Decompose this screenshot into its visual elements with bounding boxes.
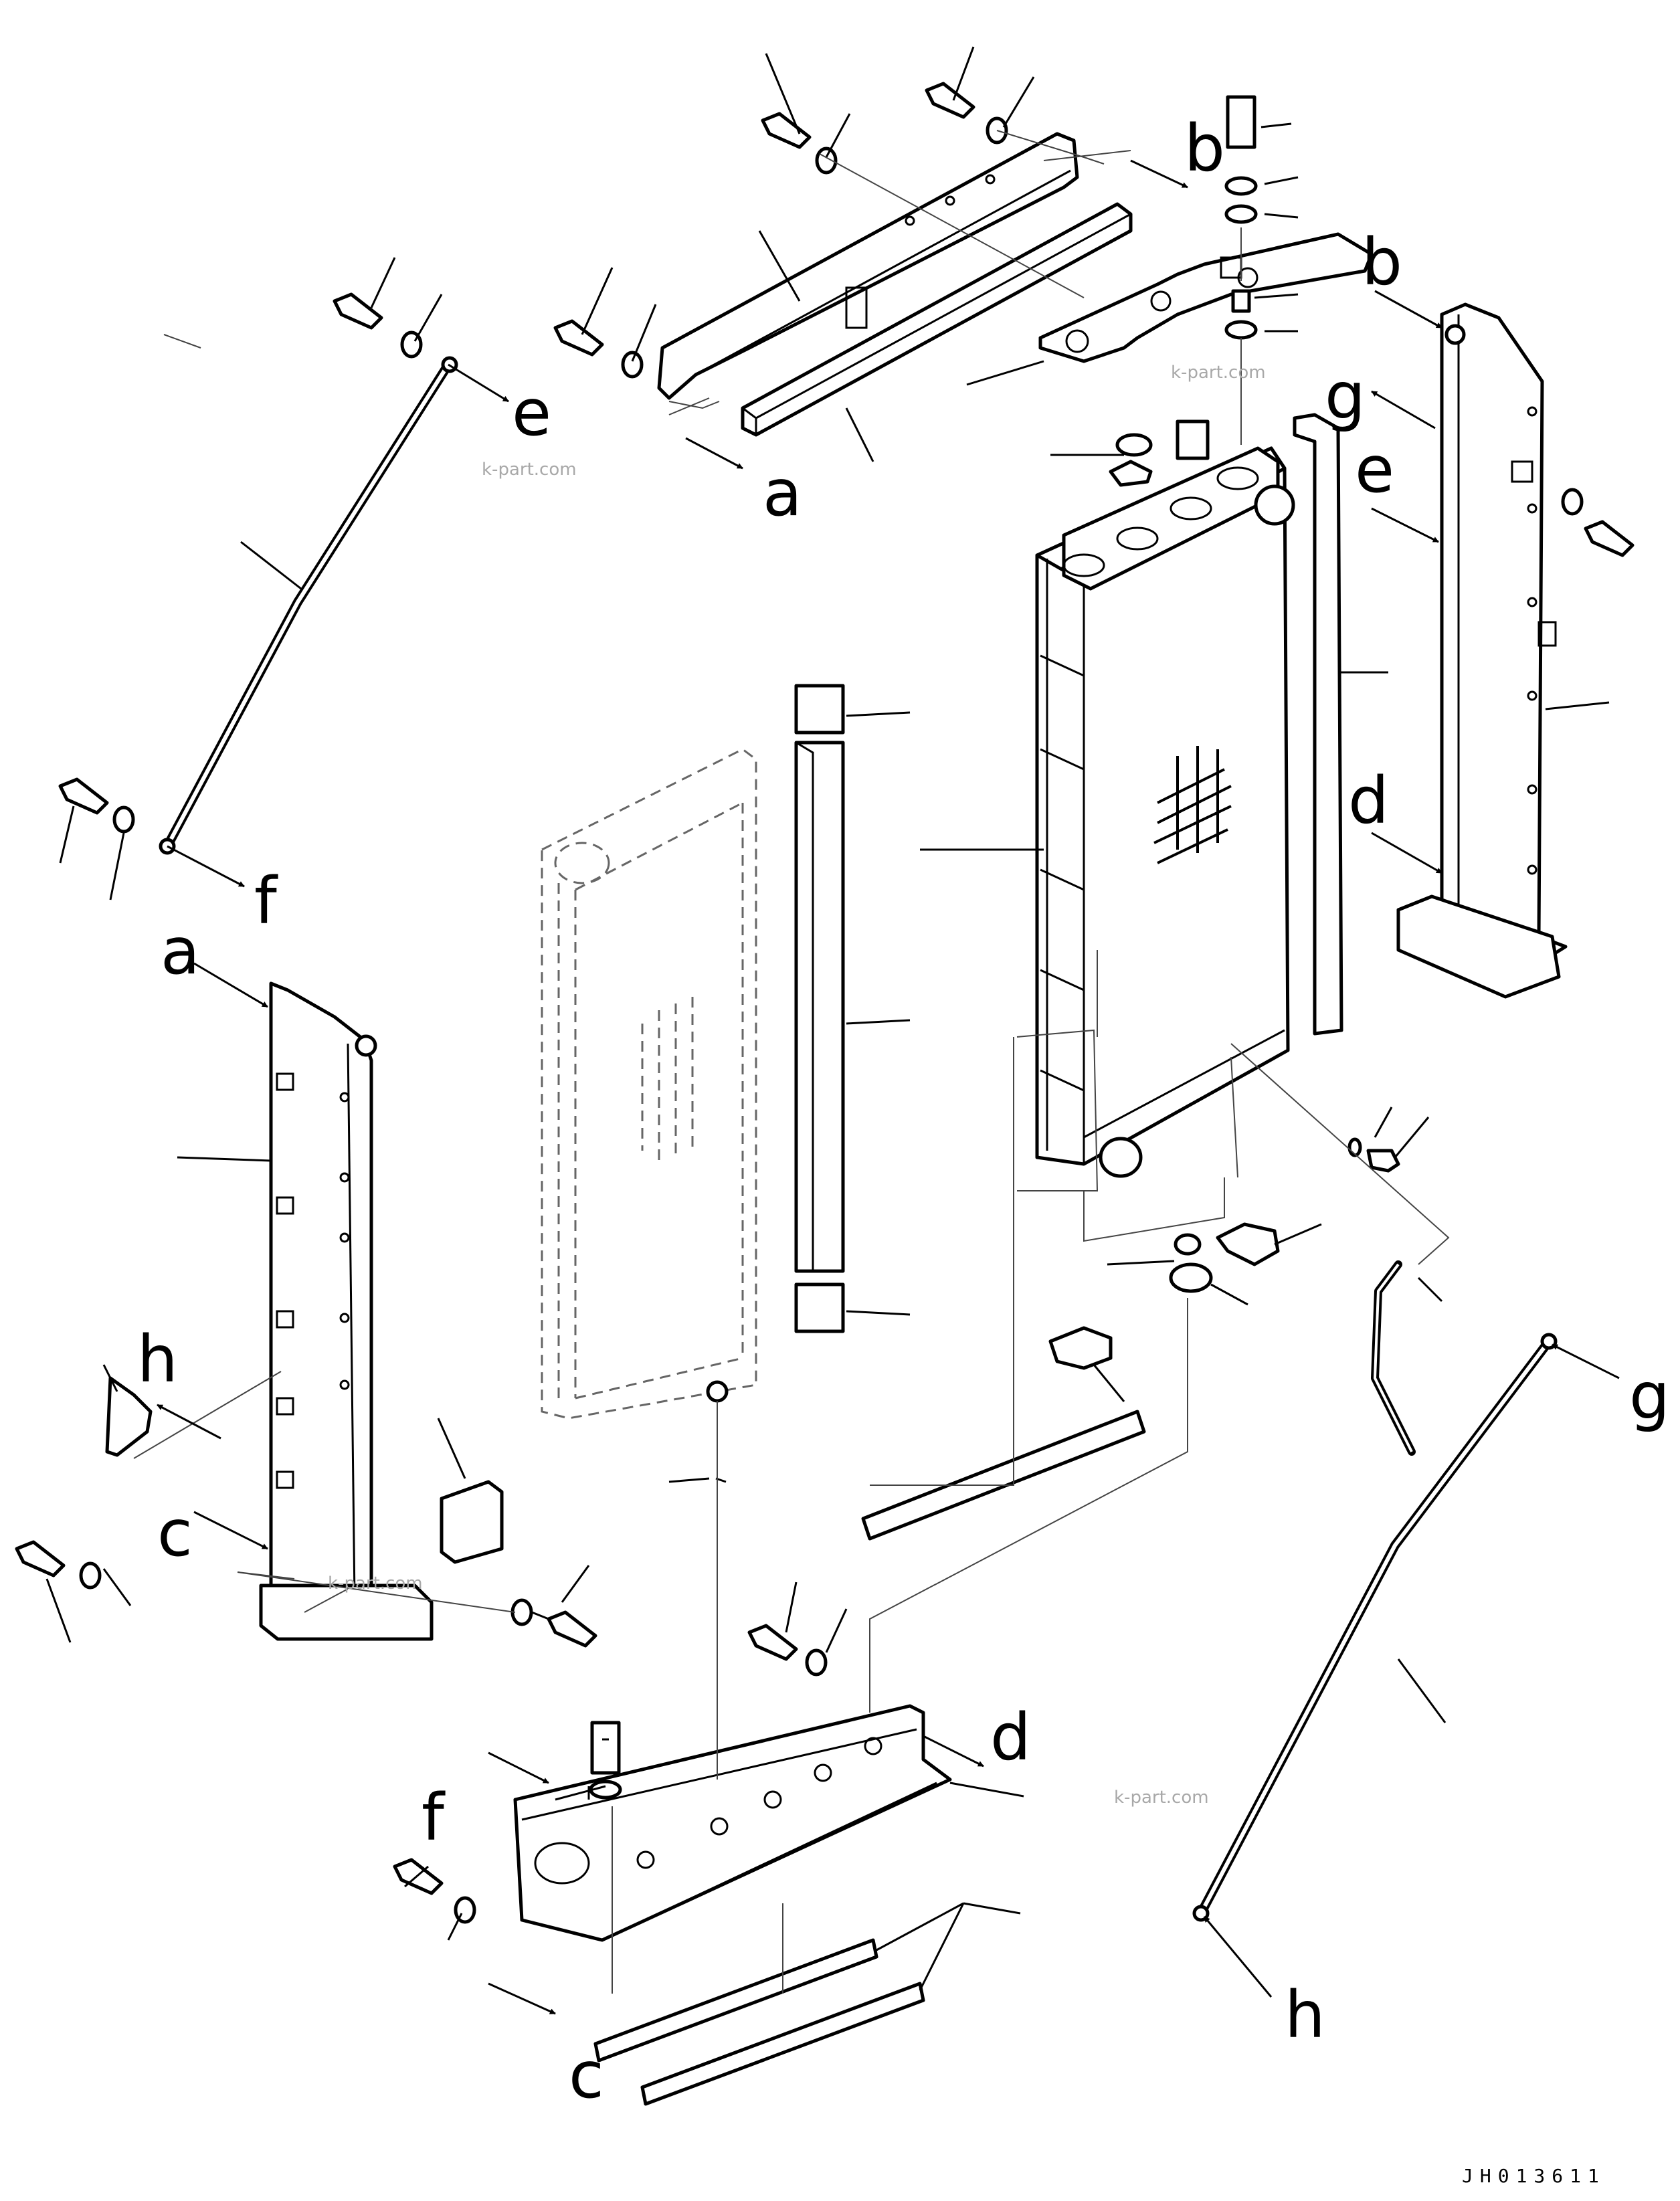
watermark: k-part.com xyxy=(1114,1788,1209,1808)
upper-left-stay-rod xyxy=(159,356,458,855)
radiator-core xyxy=(1035,419,1295,1178)
lower-right-stay-rod xyxy=(1192,1333,1558,1922)
watermark: k-part.com xyxy=(328,1573,423,1594)
left-small-bracket xyxy=(105,1376,153,1457)
callout-f-bottom: f xyxy=(422,1780,446,1855)
callout-a-top: a xyxy=(763,456,802,531)
spacer-block xyxy=(440,1480,504,1564)
watermarks: k-part.com k-part.com k-part.com k-part.… xyxy=(328,363,1266,1808)
callout-b-right: b xyxy=(1362,225,1402,300)
lower-seal-bar xyxy=(861,1410,1146,1541)
bottom-frame xyxy=(513,1704,952,1942)
assembly-guide-lines xyxy=(133,130,1450,1994)
callout-g-right: g xyxy=(1325,359,1366,434)
callout-arrows xyxy=(157,159,1620,2015)
callout-b-top: b xyxy=(1184,111,1225,186)
callout-g-rod: g xyxy=(1629,1359,1670,1434)
bolt-group xyxy=(15,82,1635,1895)
callout-a-left: a xyxy=(161,914,200,989)
callout-h-rod: h xyxy=(1285,1978,1325,2052)
right-side-plate xyxy=(1396,302,1568,999)
drawing-code: JH013611 xyxy=(1462,2165,1606,2187)
callout-d-right: d xyxy=(1348,763,1389,838)
top-right-bracket xyxy=(1038,232,1374,363)
left-side-plate xyxy=(259,981,434,1641)
callout-e-top: e xyxy=(512,375,551,450)
callout-c-left: c xyxy=(157,1496,193,1571)
washer-group xyxy=(79,116,1584,1924)
leader-lines xyxy=(45,46,1610,1991)
callout-h-left: h xyxy=(137,1322,178,1397)
top-left-bracket xyxy=(657,132,1079,400)
bottom-seal-strips xyxy=(593,1938,925,2106)
top-seal-bar xyxy=(741,202,1133,437)
callout-e-right: e xyxy=(1355,432,1394,507)
callout-c-bottom: c xyxy=(569,2038,604,2113)
radiator-phantom xyxy=(541,748,757,1420)
watermark: k-part.com xyxy=(482,460,577,480)
watermark: k-part.com xyxy=(1171,363,1266,383)
drain-hose xyxy=(1371,1260,1416,1456)
callout-f-top: f xyxy=(254,864,278,939)
vertical-seal-strips xyxy=(794,413,1343,1333)
callout-d-bottom: d xyxy=(990,1700,1031,1775)
callout-labels: b b a e g e d f a h c g d f h c xyxy=(137,111,1670,2113)
